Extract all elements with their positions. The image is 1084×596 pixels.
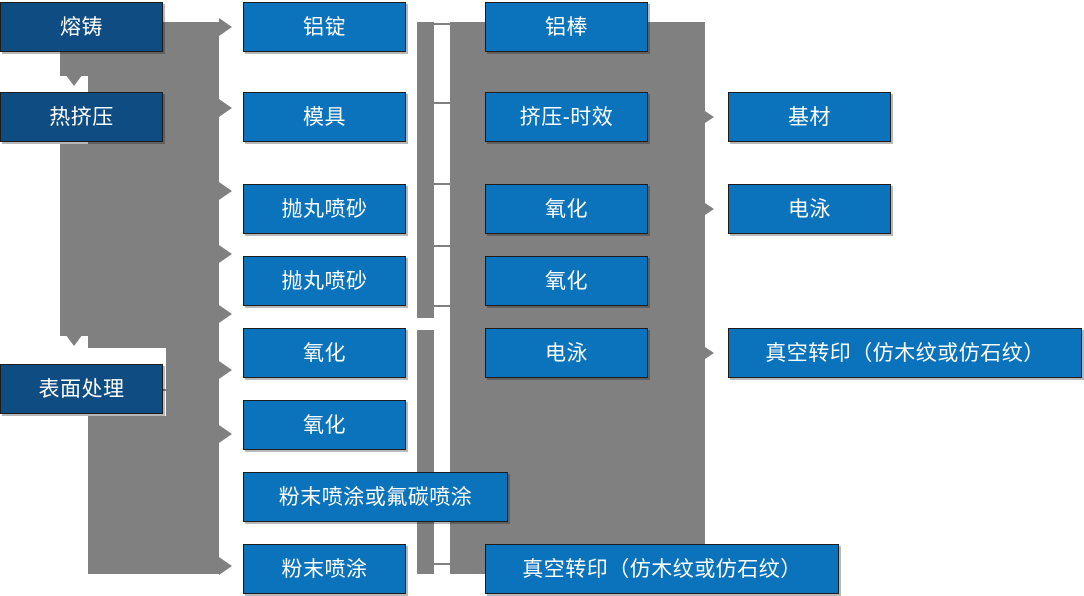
connector-arrow-to-stage-3 xyxy=(65,334,83,346)
connector-tick-4 xyxy=(434,245,452,247)
node-label: 电泳 xyxy=(788,197,831,221)
node-aluminum-rod[interactable]: 铝棒 xyxy=(485,2,648,52)
node-electrophoresis-col4[interactable]: 电泳 xyxy=(728,184,891,234)
node-label: 氧化 xyxy=(303,341,346,365)
node-powder-or-fluorocarbon-coating[interactable]: 粉末喷涂或氟碳喷涂 xyxy=(243,472,508,522)
node-vacuum-transfer-printing-col4[interactable]: 真空转印（仿木纹或仿石纹） xyxy=(728,328,1082,378)
node-label: 氧化 xyxy=(303,413,346,437)
node-oxidation-col2-2[interactable]: 氧化 xyxy=(243,400,406,450)
stage-label: 热挤压 xyxy=(49,105,114,129)
connector-tick-2 xyxy=(434,102,452,104)
connector-tick-3 xyxy=(434,183,452,185)
node-label: 模具 xyxy=(303,105,346,129)
node-extrusion-aging[interactable]: 挤压-时效 xyxy=(485,92,648,142)
connector-arrow-col2-3 xyxy=(219,182,232,200)
connector-stage-spine xyxy=(60,52,88,76)
node-label: 真空转印（仿木纹或仿石纹） xyxy=(765,341,1045,365)
connector-arrow-col2-8 xyxy=(219,557,232,575)
connector-tick-6 xyxy=(434,563,452,565)
node-label: 抛丸喷砂 xyxy=(281,197,368,221)
connector-tick-5 xyxy=(434,305,452,307)
node-shot-blasting-2[interactable]: 抛丸喷砂 xyxy=(243,256,406,306)
node-label: 挤压-时效 xyxy=(519,105,614,129)
connector-arrow-col2-2 xyxy=(219,99,232,117)
node-aluminum-ingot[interactable]: 铝锭 xyxy=(243,2,406,52)
connector-tick-1 xyxy=(434,23,452,25)
connector-line-stage3-to-band xyxy=(163,389,183,391)
connector-arrow-col2-1 xyxy=(219,18,232,36)
node-shot-blasting-1[interactable]: 抛丸喷砂 xyxy=(243,184,406,234)
stage-box-hot-extrusion[interactable]: 热挤压 xyxy=(0,92,163,142)
connector-bar-col2-col3-upper xyxy=(417,22,434,318)
node-oxidation-col3-2[interactable]: 氧化 xyxy=(485,256,648,306)
stage-box-surface-treatment[interactable]: 表面处理 xyxy=(0,364,163,414)
node-mold[interactable]: 模具 xyxy=(243,92,406,142)
node-label: 基材 xyxy=(788,105,831,129)
stage-box-melting-casting[interactable]: 熔铸 xyxy=(0,2,163,52)
node-powder-coating[interactable]: 粉末喷涂 xyxy=(243,544,406,594)
connector-arrow-col4-2 xyxy=(705,203,714,215)
connector-arrow-col4-3 xyxy=(705,347,714,359)
node-oxidation-col3-1[interactable]: 氧化 xyxy=(485,184,648,234)
connector-band-col1-col2-left-fill xyxy=(163,22,219,574)
node-label: 铝棒 xyxy=(545,15,588,39)
node-base-material[interactable]: 基材 xyxy=(728,92,891,142)
connector-arrow-col2-7 xyxy=(219,425,232,443)
connector-arrow-col4-1 xyxy=(705,111,714,123)
node-label: 电泳 xyxy=(545,341,588,365)
stage-label: 表面处理 xyxy=(38,377,125,401)
node-electrophoresis-col3[interactable]: 电泳 xyxy=(485,328,648,378)
node-oxidation-col2-1[interactable]: 氧化 xyxy=(243,328,406,378)
connector-arrow-col2-6 xyxy=(219,361,232,379)
node-label: 粉末喷涂 xyxy=(281,557,368,581)
connector-stage2-spine xyxy=(60,144,88,336)
connector-arrow-to-stage-2 xyxy=(65,74,83,86)
node-vacuum-transfer-printing-col3[interactable]: 真空转印（仿木纹或仿石纹） xyxy=(485,544,839,594)
connector-arrow-col2-4 xyxy=(219,245,232,263)
stage-label: 熔铸 xyxy=(60,15,103,39)
node-label: 粉末喷涂或氟碳喷涂 xyxy=(278,485,473,509)
connector-bar-col2-col3-lower xyxy=(417,330,434,574)
connector-arrow-col2-5 xyxy=(219,305,232,323)
node-label: 氧化 xyxy=(545,197,588,221)
node-label: 抛丸喷砂 xyxy=(281,269,368,293)
node-label: 真空转印（仿木纹或仿石纹） xyxy=(522,557,802,581)
node-label: 氧化 xyxy=(545,269,588,293)
node-label: 铝锭 xyxy=(303,15,346,39)
